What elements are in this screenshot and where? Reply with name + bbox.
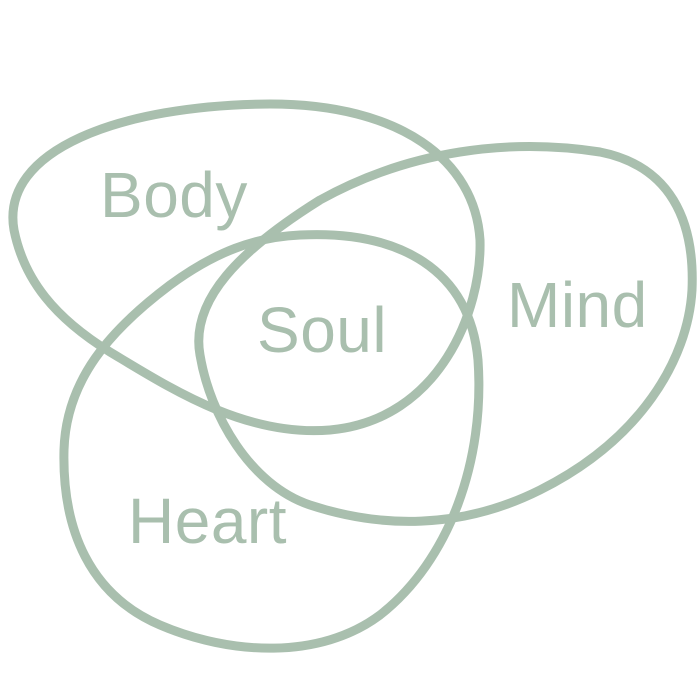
- body-shape: [8, 99, 485, 436]
- heart-shape: [59, 230, 484, 653]
- label-soul: Soul: [257, 294, 387, 366]
- label-mind: Mind: [507, 269, 648, 341]
- label-body: Body: [100, 159, 248, 231]
- label-heart: Heart: [128, 485, 287, 557]
- mind-shape: [194, 142, 697, 526]
